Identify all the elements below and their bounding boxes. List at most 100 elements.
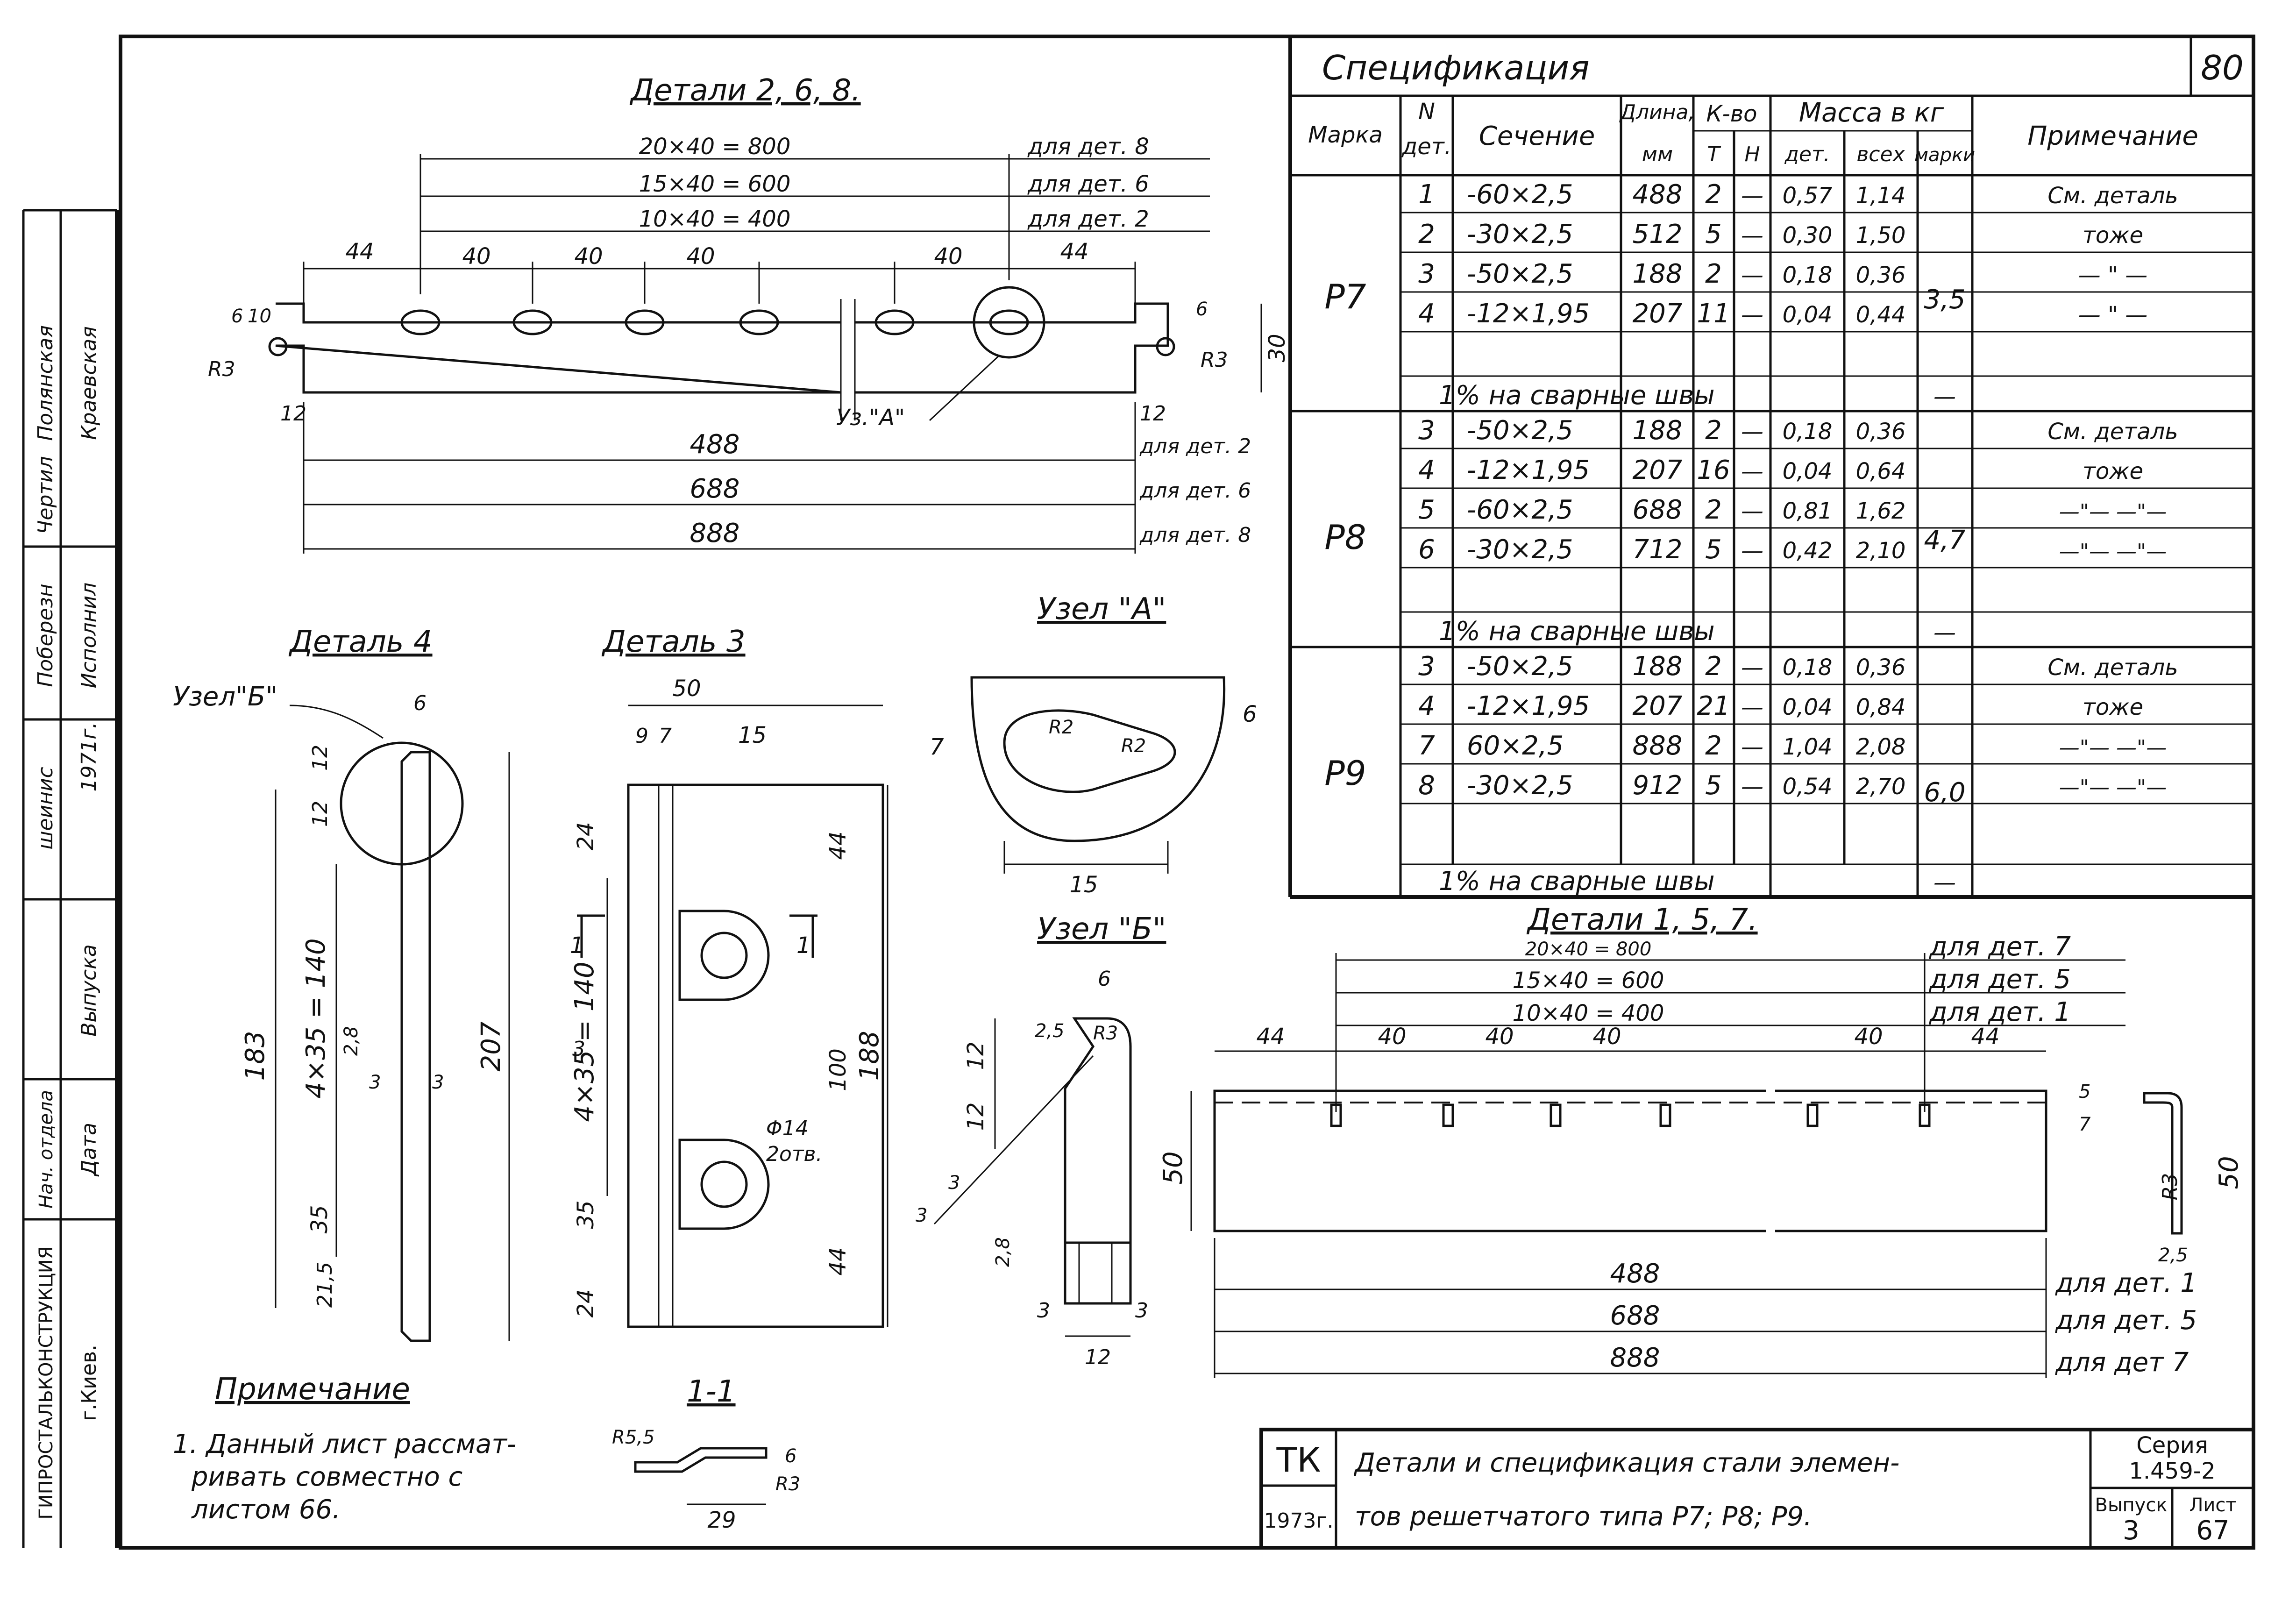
uzelb-3b: 3: [916, 1205, 927, 1226]
det268-uz-a: Уз."А": [836, 405, 905, 431]
det157-for5: для дет. 5: [1929, 964, 2071, 995]
svg-text:0,42: 0,42: [1783, 538, 1833, 564]
svg-text:4: 4: [1418, 455, 1435, 485]
svg-text:—: —: [1741, 655, 1763, 681]
det157-for1b: для дет. 1: [2055, 1268, 2197, 1298]
svg-text:-60×2,5: -60×2,5: [1467, 495, 1573, 525]
det268-888: 888: [690, 518, 740, 548]
det268-r3: R3: [208, 357, 235, 381]
det268-node-a-circle: [973, 286, 1045, 359]
det3-7: 7: [659, 724, 672, 748]
svg-text:1: 1: [1418, 179, 1435, 210]
det157-600: 15×40 = 600: [1513, 968, 1664, 994]
svg-text:8: 8: [1418, 770, 1435, 801]
svg-text:—: —: [1741, 302, 1763, 328]
det268-hole1: [400, 309, 441, 335]
det157-688: 688: [1610, 1301, 1660, 1331]
det268-hole3: [625, 309, 665, 335]
uzelb-title: Узел "Б": [1037, 912, 1166, 946]
svg-text:-50×2,5: -50×2,5: [1467, 259, 1573, 289]
det3-100: 100: [825, 1048, 851, 1091]
det4-uzel-b: Узел"Б": [173, 682, 277, 712]
uzelb-r3: R3: [1093, 1023, 1118, 1044]
det4-part: [400, 751, 431, 1342]
svg-text:1,14: 1,14: [1856, 183, 1906, 209]
note-line3: листом 66.: [191, 1494, 341, 1525]
svg-text:—"— —"—: —"— —"—: [2059, 776, 2167, 799]
uzelb-3c: 3: [1037, 1299, 1050, 1323]
hdr-length-unit: мм: [1642, 142, 1673, 166]
svg-text:2: 2: [1705, 651, 1722, 682]
det268-title: Детали 2, 6, 8.: [629, 73, 861, 108]
det268-400: 10×40 = 400: [639, 206, 791, 232]
svg-text:16: 16: [1697, 455, 1730, 485]
detail-3: Деталь 3 50 9 7 15 24 4×35 = 140 3 35 24…: [569, 625, 889, 1328]
svg-text:5: 5: [1705, 770, 1722, 801]
uzela-title: Узел "А": [1037, 592, 1166, 626]
det157-50r: 50: [2214, 1156, 2244, 1189]
stamp-institute: ГИПРОСТАЛЬКОНСТРУКЦИЯ: [36, 1246, 57, 1519]
tb-title2: тов решетчатого типа Р7; Р8; Р9.: [1355, 1501, 1812, 1532]
svg-text:688: 688: [1633, 495, 1683, 525]
g3-total: 6,0: [1924, 777, 1965, 808]
uzela-r2b: R2: [1121, 735, 1146, 757]
det268-30: 30: [1264, 334, 1290, 362]
hdr-note: Примечание: [2027, 121, 2198, 151]
det3-9: 9: [635, 724, 648, 748]
det4-3a: 3: [369, 1072, 381, 1093]
det3-sec1b: 1: [796, 932, 811, 959]
svg-text:См. деталь: См. деталь: [2047, 655, 2178, 681]
det157-44a: 44: [1256, 1024, 1285, 1050]
svg-text:5: 5: [1705, 534, 1722, 565]
svg-text:-30×2,5: -30×2,5: [1467, 534, 1573, 565]
svg-text:5: 5: [1705, 219, 1722, 249]
det157-800: 20×40 = 800: [1525, 939, 1652, 960]
det157-40a: 40: [1378, 1024, 1406, 1050]
det3-15: 15: [738, 722, 767, 748]
hdr-mass-mark: марки: [1914, 144, 1975, 166]
stamp-col4a: Полянская: [34, 325, 57, 441]
sec11-6: 6: [785, 1445, 796, 1467]
svg-text:—"— —"—: —"— —"—: [2059, 500, 2167, 524]
det3-sec1a: 1: [570, 932, 584, 959]
stamp-dept: Нач. отдела: [36, 1090, 57, 1209]
g1-weld-value: —: [1933, 384, 1956, 410]
sec11-title: 1-1: [687, 1374, 736, 1409]
uzelb-25: 2,5: [1035, 1020, 1065, 1042]
g3-row3: 7 60×2,5 888 2 — 1,04 2,08 —"— —"—: [1418, 731, 2167, 761]
g3-weld-value: —: [1933, 869, 1956, 896]
det268-6: 6: [231, 306, 243, 327]
tb-list-label: Лист: [2189, 1494, 2236, 1516]
sec11-profile: [634, 1447, 768, 1473]
g1-weld: 1% на сварные швы: [1439, 380, 1715, 411]
sec11-r55: R5,5: [612, 1427, 654, 1448]
det157-part: [1213, 1089, 2047, 1232]
det268-r3r: R3: [1201, 348, 1228, 372]
det3-44a: 44: [825, 831, 851, 860]
svg-text:21: 21: [1697, 691, 1730, 721]
det157-40d: 40: [1854, 1024, 1883, 1050]
det4-140: 4×35 = 140: [301, 938, 331, 1098]
tb-year: 1973г.: [1264, 1509, 1333, 1533]
stamp-col1b: 1971г.: [77, 722, 101, 791]
det157-title: Детали 1, 5, 7.: [1526, 903, 1758, 937]
svg-text:—"— —"—: —"— —"—: [2059, 736, 2167, 760]
svg-text:5: 5: [1418, 495, 1435, 525]
det4-215: 21,5: [313, 1262, 337, 1308]
svg-text:—: —: [1741, 774, 1763, 800]
svg-text:0,18: 0,18: [1783, 419, 1833, 445]
det268-488: 488: [690, 429, 740, 460]
svg-text:0,36: 0,36: [1856, 655, 1906, 681]
svg-text:2: 2: [1418, 219, 1435, 249]
node-a: Узел "А" 7 6 R2 R2 15: [930, 592, 1257, 898]
hdr-n: N: [1418, 99, 1435, 125]
det268-for6b: для дет. 6: [1139, 479, 1251, 503]
svg-text:0,18: 0,18: [1783, 655, 1833, 681]
svg-text:—: —: [1741, 734, 1763, 760]
det3-24b: 24: [573, 1289, 599, 1317]
svg-text:0,81: 0,81: [1783, 498, 1833, 524]
g2-weld-value: —: [1933, 619, 1956, 646]
g1-row1: 1 -60×2,5 488 2 — 0,57 1,14 См. деталь: [1418, 179, 2178, 210]
svg-text:-30×2,5: -30×2,5: [1467, 219, 1573, 249]
